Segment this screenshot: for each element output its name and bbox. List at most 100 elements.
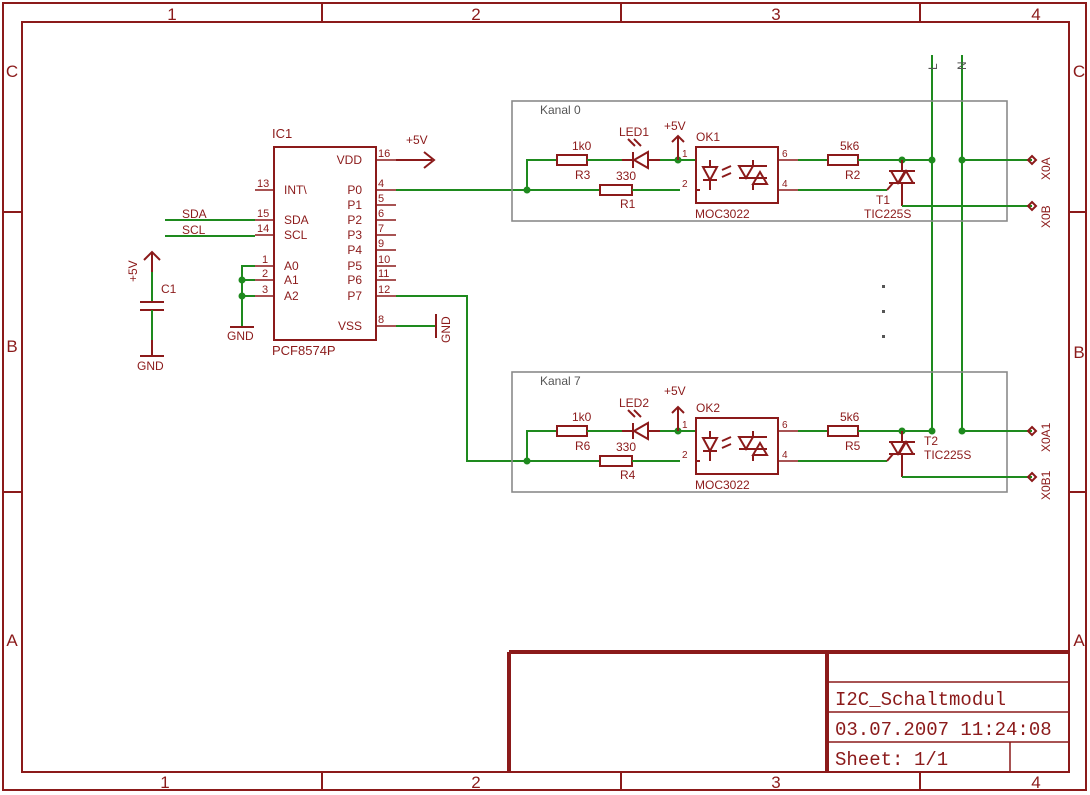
drawing-date: 03.07.2007 11:24:08: [835, 719, 1052, 741]
ic1-pcf8574p: IC1 PCF8574P 13 15 14 1 2 3 INT\ SDA SCL…: [255, 126, 396, 358]
resistor-name: R4: [620, 468, 636, 482]
pin-label: P3: [347, 228, 362, 242]
row-label: C: [1073, 62, 1085, 81]
resistor-value: 1k0: [572, 139, 592, 153]
pin-label: P5: [347, 259, 362, 273]
opto-pin: 4: [782, 450, 788, 461]
frame-labels: 1 2 3 4 1 2 3 4 C B A C B A: [6, 5, 1085, 792]
pin-number: 10: [378, 254, 390, 266]
vcc-label: +5V: [406, 133, 428, 147]
address-ground: GND: [227, 265, 255, 343]
gnd-label: GND: [439, 316, 453, 343]
column-label: 3: [771, 773, 780, 792]
opto-pin: 1: [682, 420, 688, 431]
pin-number: 6: [378, 208, 384, 220]
pin-label: P0: [347, 183, 362, 197]
opto-pin: 2: [682, 179, 688, 190]
opto-name: OK1: [696, 130, 720, 144]
pin-number: 14: [257, 223, 269, 235]
ground-ic1: GND: [396, 314, 453, 343]
resistor-name: R6: [575, 439, 591, 453]
opto-pin: 2: [682, 450, 688, 461]
opto-pin: 4: [782, 179, 788, 190]
sda-label: SDA: [182, 207, 207, 221]
output-label: X0A: [1039, 157, 1053, 180]
triac-value: TIC225S: [924, 448, 971, 462]
drawing-title: I2C_Schaltmodul: [835, 689, 1006, 711]
resistor-value: 1k0: [572, 410, 592, 424]
pin-label: A1: [284, 273, 299, 287]
output-label: X0A1: [1039, 422, 1053, 452]
pin-number: 2: [262, 268, 268, 280]
sheet-value: 1/1: [914, 749, 948, 771]
pin-number: 12: [378, 284, 390, 296]
channel-kanal-7: Kanal 7 1k0 R6 330 R4 LED2 +5V OK2 1 2 6…: [511, 371, 1053, 500]
pin-number: 16: [378, 148, 390, 160]
i2c-bus: SDA SCL: [165, 207, 255, 237]
column-label: 2: [471, 773, 480, 792]
row-label: C: [6, 62, 18, 81]
column-label: 2: [471, 5, 480, 24]
resistor-name: R1: [620, 197, 636, 211]
scl-label: SCL: [182, 223, 206, 237]
triac-value: TIC225S: [864, 207, 911, 221]
pin-label: VSS: [338, 319, 362, 333]
row-label: B: [1073, 343, 1084, 362]
pin-label: A2: [284, 289, 299, 303]
output-label: X0B1: [1039, 470, 1053, 500]
row-label: A: [6, 631, 18, 650]
resistor-value: 330: [616, 169, 636, 183]
output-label: X0B: [1039, 205, 1053, 228]
continuation-dots: [882, 285, 885, 338]
vcc-label: +5V: [664, 119, 686, 133]
mains-lines: L N: [926, 55, 969, 430]
column-label: 1: [160, 773, 169, 792]
pin-number: 7: [378, 223, 384, 235]
opto-pin: 6: [782, 149, 788, 160]
resistor-name: R3: [575, 168, 591, 182]
opto-value: MOC3022: [695, 478, 750, 492]
column-label: 3: [771, 5, 780, 24]
column-label: 1: [167, 5, 176, 24]
pin-number: 1: [262, 254, 268, 266]
led-name: LED1: [619, 125, 649, 139]
channel-kanal-0: Kanal 0 1k0 R3 330 R1 LED1 +5V OK1 1 2 6…: [511, 100, 1053, 228]
pin-label: VDD: [337, 153, 363, 167]
vcc-label: +5V: [664, 384, 686, 398]
pin-label: SCL: [284, 228, 308, 242]
resistor-name: R5: [845, 439, 861, 453]
opto-pin: 1: [682, 149, 688, 160]
led-name: LED2: [619, 396, 649, 410]
opto-pin: 6: [782, 420, 788, 431]
channel-title: Kanal 7: [540, 374, 581, 388]
pin-number: 3: [262, 284, 268, 296]
title-block: I2C_Schaltmodul 03.07.2007 11:24:08 Shee…: [507, 650, 1069, 772]
row-label: A: [1073, 631, 1085, 650]
pin-label: INT\: [284, 183, 307, 197]
pin-label: P7: [347, 289, 362, 303]
gnd-label: GND: [137, 359, 164, 373]
triac-name: T1: [876, 193, 890, 207]
resistor-value: 330: [616, 440, 636, 454]
pin-label: P6: [347, 273, 362, 287]
triac-name: T2: [924, 434, 938, 448]
column-label: 4: [1031, 773, 1040, 792]
pin-number: 15: [257, 208, 269, 220]
pin-number: 9: [378, 238, 384, 250]
opto-name: OK2: [696, 401, 720, 415]
vcc-label: +5V: [126, 260, 140, 282]
pin-number: 13: [257, 178, 269, 190]
pin-label: P4: [347, 243, 362, 257]
column-label: 4: [1031, 5, 1040, 24]
c1-name: C1: [161, 282, 177, 296]
opto-value: MOC3022: [695, 207, 750, 221]
sheet-label: Sheet:: [835, 749, 903, 771]
pin-label: P2: [347, 213, 362, 227]
ic1-name: IC1: [272, 126, 292, 141]
resistor-value: 5k6: [840, 410, 860, 424]
row-label: B: [6, 337, 17, 356]
pin-number: 11: [378, 268, 389, 280]
pin-label: A0: [284, 259, 299, 273]
capacitor-c1: +5V C1 GND: [126, 250, 177, 373]
